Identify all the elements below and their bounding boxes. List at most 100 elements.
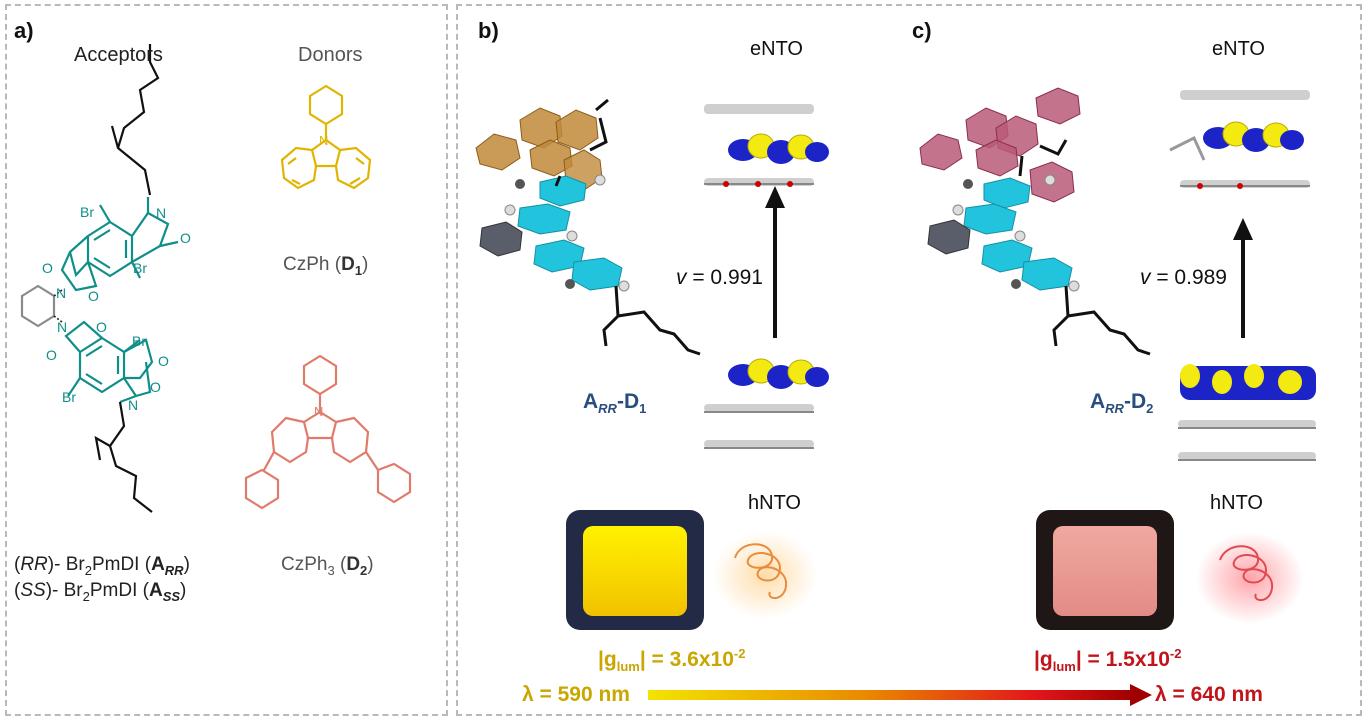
- panel-c-glum-prefix: |g: [1034, 648, 1053, 671]
- acceptor-rr-sub2: 2: [84, 562, 92, 578]
- panel-b-label: b): [478, 18, 499, 43]
- panel-b-compound-asub: RR: [598, 401, 617, 417]
- acceptor-rr-pmdi: PmDI (: [91, 554, 152, 575]
- panel-b-hnto-orbital: [704, 358, 830, 449]
- panel-c-hnto-label: hNTO: [1210, 492, 1263, 514]
- acceptor-ss-ital: SS: [20, 580, 46, 601]
- atom-o-2: O: [42, 260, 53, 276]
- donor2-name-sub3: 3: [327, 562, 335, 578]
- acceptor-rr-close: ): [183, 554, 190, 575]
- panel-c-compound-a: A: [1090, 390, 1106, 413]
- acceptor-structure: [60, 197, 179, 404]
- panel-c-overlap-value: v = 0.989: [1140, 266, 1227, 290]
- panel-c-cpl-helix-icon: [1196, 532, 1304, 624]
- panel-b-cpl-helix-icon: [713, 531, 817, 619]
- cyclohexane-ring: [20, 284, 56, 328]
- panel-b-nu-symbol: v: [676, 266, 687, 289]
- lambda-end-label: λ = 640 nm: [1155, 683, 1263, 706]
- panel-c-compound-label: ARR-D2: [1090, 390, 1153, 416]
- acceptor-rr-open: (: [14, 554, 21, 575]
- panel-b-sample-image: [566, 510, 704, 630]
- donor1-atom-n: N: [319, 133, 328, 148]
- donor2-name-text: CzPh: [281, 554, 328, 575]
- atom-o-1: O: [180, 230, 191, 246]
- acceptor-ss-rest: )- Br: [45, 580, 83, 601]
- atom-br-4: Br: [62, 389, 76, 405]
- panel-b-compound-label: ARR-D1: [583, 390, 646, 416]
- acceptor-ss-sub2: 2: [82, 588, 90, 604]
- panel-c-compound-dsub: 2: [1146, 401, 1154, 417]
- panel-c-entO-orbital: [1169, 90, 1310, 189]
- panel-b-glum-prefix: |g: [598, 648, 617, 671]
- panel-c-glum-exp: -2: [1169, 646, 1182, 661]
- donor1-name-sub: 1: [354, 262, 363, 278]
- acceptor-ss-open: (: [14, 580, 21, 601]
- donor2-atom-n: N: [314, 404, 323, 419]
- acceptor-rr-boldsub: RR: [164, 562, 184, 578]
- panel-b-compound-d: -D: [616, 390, 640, 413]
- acceptor-rr-bold: A: [151, 554, 165, 575]
- acceptor-atom-labels: Br N O O Br N O N O Br O O Br O N: [42, 204, 191, 413]
- panel-a-label: a): [14, 18, 34, 43]
- panel-b-molecule: [475, 98, 701, 356]
- atom-n-2: N: [56, 285, 66, 301]
- panel-c-nu-symbol: v: [1140, 266, 1151, 289]
- panel-b-entO-orbital: [704, 104, 830, 187]
- panel-c-hnto-orbital: [1178, 364, 1316, 461]
- donor1-name-bold: D: [341, 254, 355, 275]
- atom-o-3: O: [88, 288, 99, 304]
- acceptor-rr-ital: RR: [20, 554, 48, 575]
- donor2-structure: [244, 354, 412, 510]
- acceptor-ss-name: (SS)- Br2PmDI (ASS): [14, 580, 186, 604]
- panel-c-compound-asub: RR: [1105, 401, 1124, 417]
- atom-br-1: Br: [80, 204, 94, 220]
- atom-n-1: N: [156, 205, 166, 221]
- atom-o-5: O: [46, 347, 57, 363]
- acceptor-rr-rest: )- Br: [47, 554, 85, 575]
- panel-c-compound-d: -D: [1123, 390, 1147, 413]
- donor2-name-open: (: [334, 554, 347, 575]
- atom-n-3: N: [57, 319, 67, 335]
- atom-o-7: O: [150, 379, 161, 395]
- lambda-start-label: λ = 590 nm: [522, 683, 630, 706]
- atom-br-3: Br: [132, 333, 146, 349]
- panel-b-compound-a: A: [583, 390, 599, 413]
- donor2-name-bold: D: [346, 554, 361, 575]
- donor2-name: CzPh3 (D2): [281, 554, 374, 578]
- alkyl-chains: [94, 44, 160, 513]
- panel-c-glum: |glum| = 1.5x10-2: [1034, 646, 1181, 674]
- panel-c-label: c): [912, 18, 932, 43]
- panel-a-frame: [5, 4, 448, 716]
- panel-b-glum-exp: -2: [733, 646, 746, 661]
- acceptors-header: Acceptors: [74, 44, 163, 66]
- panel-b-nu-value: = 0.991: [686, 266, 763, 289]
- panel-b-glum-value: | = 3.6x10: [639, 648, 734, 671]
- panel-b-overlap-value: v = 0.991: [676, 266, 763, 290]
- donor2-name-close: ): [367, 554, 374, 575]
- panel-c-glum-sub: lum: [1052, 659, 1076, 675]
- panel-c-glum-value: | = 1.5x10: [1075, 648, 1170, 671]
- panel-c-molecule: [919, 87, 1151, 356]
- acceptor-ss-bold: A: [148, 580, 163, 601]
- atom-br-2: Br: [133, 260, 147, 276]
- acceptor-rr-name: (RR)- Br2PmDI (ARR): [14, 554, 190, 578]
- panel-b-hnto-label: hNTO: [748, 492, 801, 514]
- panel-b-glum-sub: lum: [616, 659, 640, 675]
- donors-header: Donors: [298, 44, 363, 66]
- acceptor-ss-close: ): [180, 580, 187, 601]
- atom-n-4: N: [128, 397, 138, 413]
- panel-b-glum: |glum| = 3.6x10-2: [598, 646, 745, 674]
- atom-o-6: O: [158, 353, 169, 369]
- donor1-name-close: ): [362, 254, 369, 275]
- donor2-name-sub: 2: [360, 562, 368, 578]
- panel-b-compound-dsub: 1: [639, 401, 647, 417]
- donor1-name-text: CzPh (: [283, 254, 342, 275]
- panel-bc-frame: [456, 4, 1362, 716]
- panel-b-entO-label: eNTO: [750, 38, 803, 60]
- panel-c-sample-image: [1036, 510, 1174, 630]
- panel-c-nu-value: = 0.989: [1150, 266, 1227, 289]
- atom-o-4: O: [96, 319, 107, 335]
- acceptor-ss-pmdi: PmDI (: [89, 580, 149, 601]
- acceptor-ss-boldsub: SS: [162, 588, 181, 604]
